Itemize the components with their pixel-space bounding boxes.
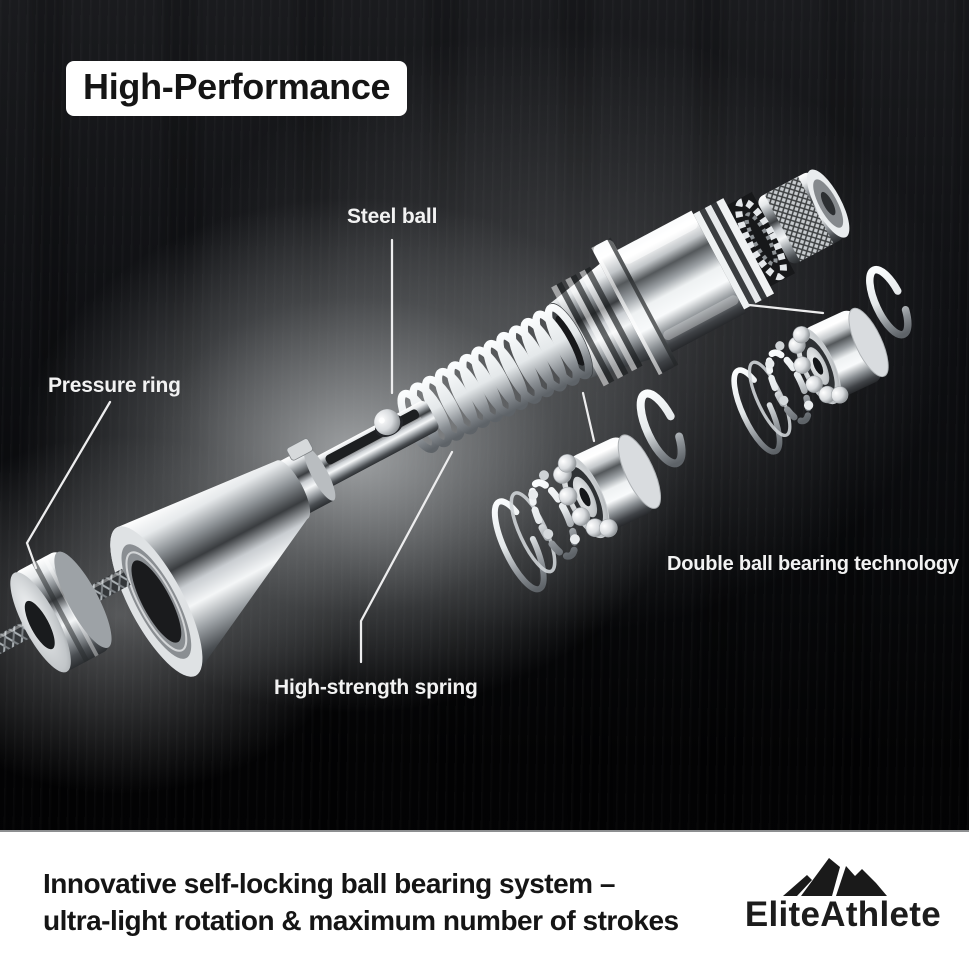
spring-leader-line <box>359 450 454 664</box>
tagline-line-1: Innovative self-locking ball bearing sys… <box>43 868 615 899</box>
tagline: Innovative self-locking ball bearing sys… <box>43 865 679 939</box>
footer-bar: Innovative self-locking ball bearing sys… <box>0 830 969 969</box>
mountain-icon <box>782 858 887 896</box>
callout-spring: High-strength spring <box>274 676 478 699</box>
locking-shaft <box>313 400 439 487</box>
cone-sleeve <box>110 460 311 677</box>
steel-ball <box>374 409 401 436</box>
callout-steel-ball: Steel ball <box>347 205 438 228</box>
handle-assembly <box>0 169 850 693</box>
tagline-line-2: ultra-light rotation & maximum number of… <box>43 905 679 936</box>
high-strength-spring <box>397 303 593 453</box>
bearing-housing <box>591 210 746 376</box>
far-bearing-pointer-line <box>747 303 825 315</box>
pressure-ring <box>10 551 112 673</box>
pressure-ring-leader-line <box>25 400 112 570</box>
cone-neck <box>277 438 336 516</box>
headline-badge: High-Performance <box>66 61 408 116</box>
brand-name: EliteAthlete <box>744 895 941 934</box>
gear-ring <box>727 192 796 287</box>
housing-ribs <box>693 198 775 310</box>
near-bearing-pointer-line <box>581 391 596 443</box>
callout-pressure-ring: Pressure ring <box>48 374 181 397</box>
brand-logo: EliteAthlete <box>745 852 941 934</box>
callout-bearing: Double ball bearing technology <box>667 553 959 575</box>
end-cap <box>758 169 850 264</box>
